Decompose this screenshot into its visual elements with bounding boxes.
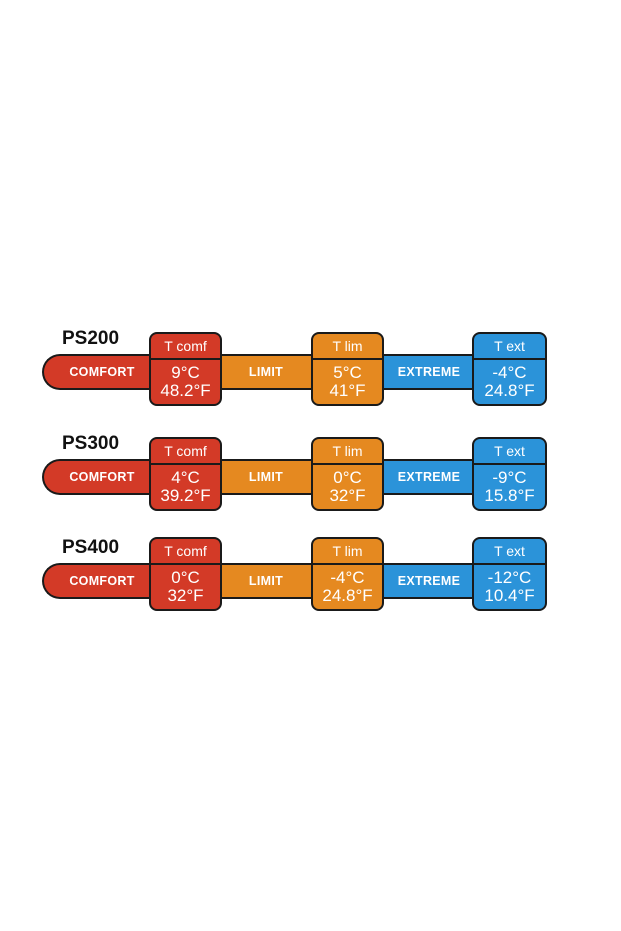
limit-fahrenheit: 41°F	[329, 381, 366, 400]
product-name: PS300	[62, 433, 120, 454]
comfort-temp-label: T comf	[151, 334, 220, 360]
comfort-bar: COMFORT	[42, 354, 160, 390]
limit-temp-label: T lim	[313, 334, 382, 360]
comfort-temp-values: 0°C 32°F	[151, 565, 220, 609]
limit-temp-values: 0°C 32°F	[313, 465, 382, 509]
extreme-temp-label: T ext	[474, 334, 545, 360]
comfort-temp-label: T comf	[151, 439, 220, 465]
extreme-fahrenheit: 10.4°F	[484, 586, 535, 605]
comfort-fahrenheit: 32°F	[167, 586, 204, 605]
comfort-fahrenheit: 48.2°F	[160, 381, 211, 400]
limit-temp-label: T lim	[313, 539, 382, 565]
comfort-bar: COMFORT	[42, 459, 160, 495]
limit-celsius: 5°C	[333, 363, 362, 382]
limit-bar: LIMIT	[218, 563, 314, 599]
extreme-temp-values: -12°C 10.4°F	[474, 565, 545, 609]
limit-bar: LIMIT	[218, 354, 314, 390]
product-name: PS400	[62, 537, 120, 558]
limit-celsius: 0°C	[333, 468, 362, 487]
comfort-temp-block: T comf 0°C 32°F	[149, 537, 222, 611]
limit-temp-values: -4°C 24.8°F	[313, 565, 382, 609]
extreme-bar: EXTREME	[382, 459, 476, 495]
comfort-fahrenheit: 39.2°F	[160, 486, 211, 505]
product-ps200: PS200 COMFORT LIMIT EXTREME T comf 9°C 4…	[0, 328, 621, 448]
comfort-celsius: 0°C	[171, 568, 200, 587]
product-name: PS200	[62, 328, 120, 349]
extreme-temp-block: T ext -9°C 15.8°F	[472, 437, 547, 511]
comfort-bar: COMFORT	[42, 563, 160, 599]
limit-temp-values: 5°C 41°F	[313, 360, 382, 404]
extreme-temp-label: T ext	[474, 439, 545, 465]
comfort-temp-block: T comf 9°C 48.2°F	[149, 332, 222, 406]
comfort-temp-label: T comf	[151, 539, 220, 565]
comfort-temp-block: T comf 4°C 39.2°F	[149, 437, 222, 511]
comfort-celsius: 9°C	[171, 363, 200, 382]
limit-bar: LIMIT	[218, 459, 314, 495]
extreme-temp-values: -9°C 15.8°F	[474, 465, 545, 509]
limit-temp-block: T lim -4°C 24.8°F	[311, 537, 384, 611]
comfort-temp-values: 4°C 39.2°F	[151, 465, 220, 509]
extreme-fahrenheit: 15.8°F	[484, 486, 535, 505]
comfort-celsius: 4°C	[171, 468, 200, 487]
extreme-bar: EXTREME	[382, 354, 476, 390]
extreme-celsius: -4°C	[492, 363, 527, 382]
limit-fahrenheit: 32°F	[329, 486, 366, 505]
extreme-celsius: -12°C	[487, 568, 532, 587]
extreme-temp-block: T ext -4°C 24.8°F	[472, 332, 547, 406]
limit-celsius: -4°C	[330, 568, 365, 587]
product-ps400: PS400 COMFORT LIMIT EXTREME T comf 0°C 3…	[0, 537, 621, 657]
limit-temp-label: T lim	[313, 439, 382, 465]
extreme-temp-block: T ext -12°C 10.4°F	[472, 537, 547, 611]
limit-temp-block: T lim 5°C 41°F	[311, 332, 384, 406]
comfort-temp-values: 9°C 48.2°F	[151, 360, 220, 404]
extreme-fahrenheit: 24.8°F	[484, 381, 535, 400]
limit-temp-block: T lim 0°C 32°F	[311, 437, 384, 511]
extreme-celsius: -9°C	[492, 468, 527, 487]
limit-fahrenheit: 24.8°F	[322, 586, 373, 605]
extreme-temp-label: T ext	[474, 539, 545, 565]
product-ps300: PS300 COMFORT LIMIT EXTREME T comf 4°C 3…	[0, 433, 621, 553]
extreme-temp-values: -4°C 24.8°F	[474, 360, 545, 404]
extreme-bar: EXTREME	[382, 563, 476, 599]
